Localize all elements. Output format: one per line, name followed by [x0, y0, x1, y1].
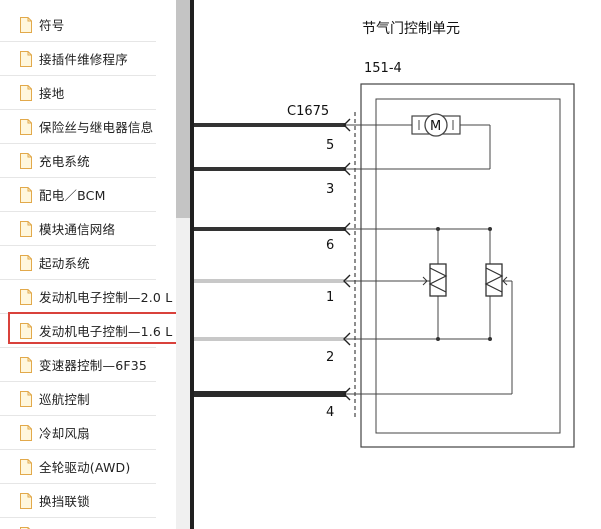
sidebar-item-fuse-relay[interactable]: 保险丝与继电器信息 — [0, 110, 156, 144]
sidebar-item-label: 冷却风扇 — [39, 426, 90, 441]
sidebar-item-partial[interactable] — [0, 518, 156, 529]
sidebar-item-label: 发动机电子控制—2.0 L — [39, 290, 173, 305]
component-part-number: 151-4 — [364, 61, 402, 76]
pin-label: 6 — [326, 238, 334, 253]
sidebar: 符号 接插件维修程序 接地 保险丝与继电器信息 充电系统 配电／BCM 模块通信… — [0, 0, 176, 529]
component-inner-outline — [375, 98, 561, 434]
sidebar-item-label: 起动系统 — [39, 256, 90, 271]
sidebar-item-awd[interactable]: 全轮驱动(AWD) — [0, 450, 156, 484]
potentiometer-b-icon — [484, 263, 508, 297]
wire-pin-5 — [194, 123, 346, 127]
sidebar-item-connector-repair[interactable]: 接插件维修程序 — [0, 42, 156, 76]
sidebar-item-cooling-fan[interactable]: 冷却风扇 — [0, 416, 156, 450]
wire-pin-6 — [194, 227, 346, 231]
sidebar-item-label: 模块通信网络 — [39, 222, 116, 237]
connector-arrows — [343, 118, 351, 401]
sidebar-item-label: 接插件维修程序 — [39, 52, 128, 67]
motor-label: M — [430, 119, 441, 134]
sidebar-item-power-bcm[interactable]: 配电／BCM — [0, 178, 156, 212]
wire-pin-4 — [194, 391, 346, 397]
sidebar-item-label: 变速器控制—6F35 — [39, 358, 148, 373]
document-icon — [20, 458, 32, 475]
motor-icon: M — [411, 113, 461, 137]
sidebar-item-label: 保险丝与继电器信息 — [39, 120, 154, 135]
component-outline — [360, 83, 575, 448]
document-icon — [20, 390, 32, 407]
document-icon — [20, 492, 32, 509]
sidebar-item-transmission[interactable]: 变速器控制—6F35 — [0, 348, 156, 382]
sidebar-item-label: 充电系统 — [39, 154, 90, 169]
pin-label: 2 — [326, 350, 334, 365]
wire-pin-1 — [194, 279, 346, 283]
document-icon — [20, 288, 32, 305]
sidebar-item-ground[interactable]: 接地 — [0, 76, 156, 110]
sidebar-item-module-network[interactable]: 模块通信网络 — [0, 212, 156, 246]
pin-label: 1 — [326, 290, 334, 305]
document-icon — [20, 186, 32, 203]
wire-pin-2 — [194, 337, 346, 341]
document-icon — [20, 254, 32, 271]
document-icon — [20, 84, 32, 101]
document-icon — [20, 118, 32, 135]
sidebar-item-label: 符号 — [39, 18, 65, 33]
pin-label: 3 — [326, 182, 334, 197]
wiring-diagram-svg: 节气门控制单元 151-4 C1675 5 3 6 1 2 — [194, 21, 575, 448]
document-icon — [20, 152, 32, 169]
connector-label: C1675 — [287, 104, 329, 119]
wiring-diagram: 节气门控制单元 151-4 C1675 5 3 6 1 2 — [194, 0, 601, 529]
sidebar-item-cruise[interactable]: 巡航控制 — [0, 382, 156, 416]
sidebar-item-label: 全轮驱动(AWD) — [39, 460, 131, 475]
sidebar-item-label: 接地 — [39, 86, 65, 101]
sidebar-item-charging[interactable]: 充电系统 — [0, 144, 156, 178]
sidebar-item-label: 巡航控制 — [39, 392, 90, 407]
sidebar-item-symbols[interactable]: 符号 — [0, 8, 156, 42]
document-icon — [20, 50, 32, 67]
pin-label: 4 — [326, 405, 334, 420]
panel-divider[interactable] — [190, 0, 194, 529]
potentiometer-a-icon — [422, 263, 448, 297]
sidebar-item-label: 发动机电子控制—1.6 L — [39, 324, 173, 339]
document-icon — [20, 220, 32, 237]
pin-label: 5 — [326, 138, 334, 153]
document-icon — [20, 424, 32, 441]
sidebar-item-engine-2-0[interactable]: 发动机电子控制—2.0 L — [0, 280, 172, 314]
document-icon — [20, 322, 32, 339]
scrollbar-thumb[interactable] — [176, 0, 190, 218]
sidebar-item-label: 换挡联锁 — [39, 494, 90, 509]
sidebar-item-engine-1-6[interactable]: 发动机电子控制—1.6 L — [0, 314, 172, 348]
sidebar-item-shift-interlock[interactable]: 换挡联锁 — [0, 484, 156, 518]
sidebar-item-label: 配电／BCM — [39, 188, 106, 203]
sidebar-item-starting[interactable]: 起动系统 — [0, 246, 156, 280]
component-title: 节气门控制单元 — [362, 21, 460, 37]
document-icon — [20, 16, 32, 33]
junction-dots — [436, 227, 492, 341]
document-icon — [20, 356, 32, 373]
wire-pin-3 — [194, 167, 346, 171]
internal-wiring — [346, 124, 513, 395]
